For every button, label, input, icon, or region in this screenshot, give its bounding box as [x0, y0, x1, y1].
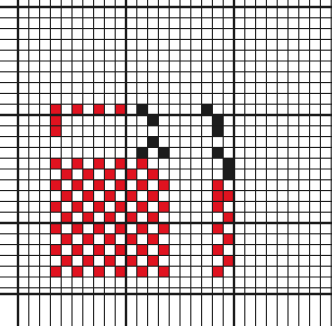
red-stitch-cell — [72, 158, 83, 169]
red-stitch-cell — [94, 104, 105, 115]
red-stitch-cell — [137, 266, 148, 277]
red-stitch-cell — [158, 180, 169, 191]
red-stitch-cell — [115, 266, 126, 277]
red-stitch-cell — [83, 234, 94, 245]
red-stitch-cell — [148, 255, 159, 266]
red-stitch-cell — [223, 255, 234, 266]
red-stitch-cell — [223, 234, 234, 245]
red-stitch-cell — [94, 201, 105, 212]
red-stitch-cell — [72, 201, 83, 212]
red-stitch-cell — [94, 266, 105, 277]
red-stitch-cell — [72, 266, 83, 277]
red-stitch-cell — [115, 201, 126, 212]
red-stitch-cell — [83, 169, 94, 180]
red-stitch-cell — [126, 212, 137, 223]
red-stitch-cell — [115, 158, 126, 169]
black-stitch-cell — [212, 147, 223, 158]
black-stitch-cell — [148, 137, 159, 148]
black-stitch-cell — [223, 158, 234, 169]
red-stitch-cell — [61, 212, 72, 223]
red-stitch-cell — [61, 255, 72, 266]
red-stitch-cell — [94, 180, 105, 191]
red-stitch-cell — [126, 234, 137, 245]
red-stitch-cell — [212, 180, 223, 191]
red-stitch-cell — [212, 245, 223, 256]
red-stitch-cell — [115, 223, 126, 234]
black-stitch-cell — [223, 169, 234, 180]
black-stitch-cell — [212, 126, 223, 137]
black-stitch-cell — [202, 104, 213, 115]
red-stitch-cell — [50, 180, 61, 191]
red-stitch-cell — [212, 191, 223, 202]
red-stitch-cell — [104, 255, 115, 266]
red-stitch-cell — [72, 180, 83, 191]
red-stitch-cell — [158, 266, 169, 277]
black-stitch-cell — [148, 115, 159, 126]
red-stitch-cell — [158, 201, 169, 212]
red-stitch-cell — [137, 201, 148, 212]
red-stitch-cell — [104, 169, 115, 180]
red-stitch-cell — [50, 104, 61, 115]
red-stitch-cell — [50, 115, 61, 126]
red-stitch-cell — [94, 223, 105, 234]
red-stitch-cell — [158, 223, 169, 234]
black-stitch-cell — [137, 104, 148, 115]
red-stitch-cell — [148, 234, 159, 245]
red-stitch-cell — [94, 158, 105, 169]
red-stitch-cell — [104, 212, 115, 223]
red-stitch-cell — [137, 158, 148, 169]
red-stitch-cell — [212, 223, 223, 234]
red-stitch-cell — [50, 245, 61, 256]
black-stitch-cell — [137, 147, 148, 158]
red-stitch-cell — [72, 104, 83, 115]
red-stitch-cell — [61, 234, 72, 245]
red-stitch-cell — [50, 266, 61, 277]
red-stitch-cell — [158, 245, 169, 256]
black-stitch-cell — [212, 115, 223, 126]
red-stitch-cell — [137, 245, 148, 256]
red-stitch-cell — [126, 255, 137, 266]
red-stitch-cell — [72, 245, 83, 256]
red-stitch-cell — [137, 223, 148, 234]
red-stitch-cell — [50, 158, 61, 169]
red-stitch-cell — [104, 234, 115, 245]
black-stitch-cell — [158, 147, 169, 158]
red-stitch-cell — [126, 169, 137, 180]
red-stitch-cell — [50, 223, 61, 234]
red-stitch-cell — [83, 255, 94, 266]
red-stitch-cell — [50, 201, 61, 212]
red-stitch-cell — [72, 223, 83, 234]
red-stitch-cell — [83, 191, 94, 202]
red-stitch-cell — [83, 212, 94, 223]
red-stitch-cell — [115, 180, 126, 191]
red-stitch-cell — [115, 104, 126, 115]
red-stitch-cell — [94, 245, 105, 256]
red-stitch-cell — [148, 191, 159, 202]
red-stitch-cell — [104, 191, 115, 202]
red-stitch-cell — [126, 191, 137, 202]
red-stitch-cell — [212, 266, 223, 277]
red-stitch-cell — [148, 169, 159, 180]
red-stitch-cell — [223, 191, 234, 202]
red-stitch-cell — [212, 201, 223, 212]
red-stitch-cell — [50, 126, 61, 137]
red-stitch-cell — [61, 169, 72, 180]
red-stitch-cell — [137, 180, 148, 191]
red-stitch-cell — [148, 212, 159, 223]
red-stitch-cell — [61, 191, 72, 202]
red-stitch-cell — [115, 245, 126, 256]
red-stitch-cell — [223, 212, 234, 223]
